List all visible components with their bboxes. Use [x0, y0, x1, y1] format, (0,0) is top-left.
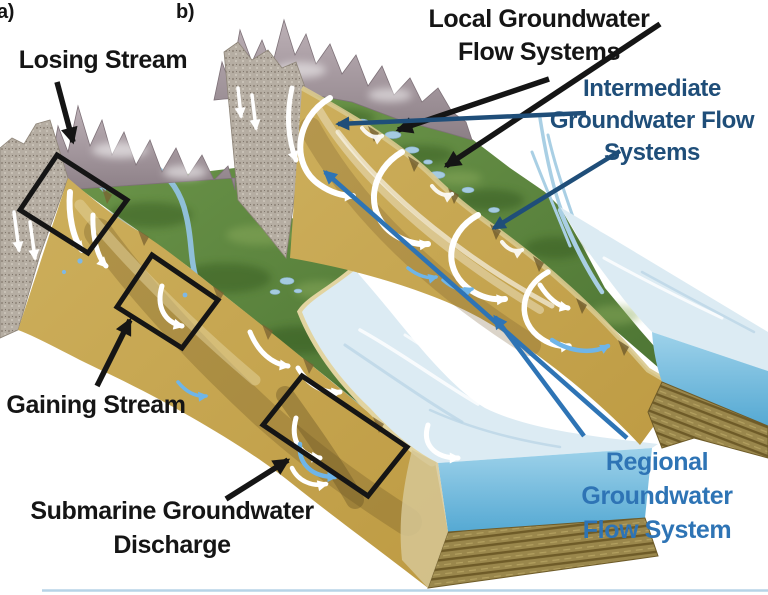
gaining-stream-arrow [94, 317, 133, 388]
block-a-terrain [0, 104, 659, 589]
block-b-sea-front [652, 332, 768, 426]
losing-stream-arrow [54, 81, 78, 145]
block-a-discharge-shadow [276, 386, 364, 509]
block-b-light-plume [314, 104, 544, 314]
intermediate-flow-arrows [335, 110, 622, 230]
highlight-boxes [16, 151, 411, 500]
losing-stream-box [16, 151, 131, 257]
submarine-discharge-arrow [224, 457, 291, 502]
regional-flow-label: Regional Groundwater Flow System [581, 448, 733, 544]
block-b-rockface-arrows [234, 86, 261, 131]
panel-label-b: b) [176, 1, 195, 23]
intermediate-flow-label: Intermediate Groundwater Flow Systems [549, 75, 755, 166]
losing-stream-label: Losing Stream [18, 46, 188, 74]
block-a-snow-mist [92, 142, 207, 179]
intermediate-flow-arrow-1 [335, 110, 587, 131]
submarine-discharge-label: Submarine Groundwater Discharge [30, 497, 314, 559]
regional-flow-arrows [322, 170, 629, 440]
block-a-ponded-water [61, 258, 188, 298]
intermediate-flow-arrow-2 [491, 149, 622, 230]
block-a-corner-face [400, 450, 448, 588]
block-b-sea-swirls [598, 228, 756, 334]
block-a-sea-front [438, 448, 652, 532]
local-flow-label: Local Groundwater Flow Systems [428, 5, 650, 66]
local-flow-arrow-2 [443, 21, 662, 169]
block-b-terrain [213, 18, 768, 459]
gaining-stream-box [113, 251, 222, 352]
panel-label-a: a) [0, 1, 14, 23]
block-a-rock-face [0, 119, 69, 339]
block-a-sediment-face [18, 178, 448, 588]
submarine-discharge-box [259, 372, 411, 500]
block-a-sea-surface [302, 270, 658, 463]
block-b-mountains [213, 18, 473, 141]
regional-flow-arrow-2 [493, 314, 586, 438]
gaining-stream-label: Gaining Stream [6, 391, 186, 419]
regional-flow-arrow-1 [322, 170, 629, 440]
block-a-rockface-arrows [12, 210, 40, 261]
block-a-lakes [269, 277, 303, 295]
block-b-rock-face [223, 41, 307, 259]
block-b-seabed-rock [647, 381, 768, 459]
